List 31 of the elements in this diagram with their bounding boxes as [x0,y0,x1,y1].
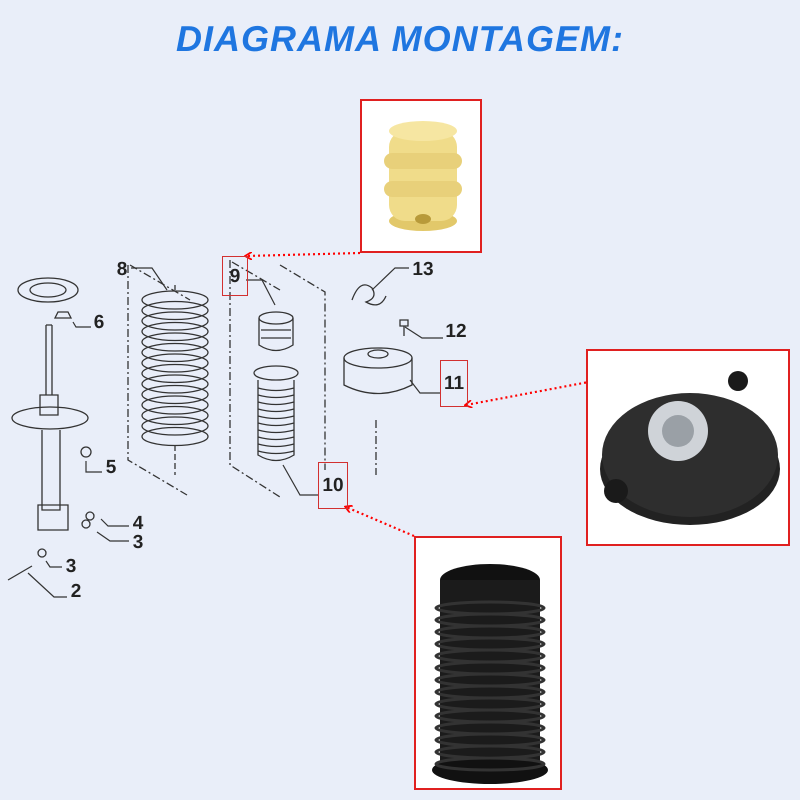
dust-boot-picture [414,536,562,790]
bump-stop-picture [360,99,482,253]
leader-line [96,532,129,542]
leader-line [372,267,409,290]
arrow [244,250,360,261]
leader-line [131,267,168,290]
callout-number: 11 [440,360,468,407]
callout-number: 9 [222,256,248,296]
leader-line [282,464,318,496]
callout-number: 13 [409,258,437,280]
leader-line [85,461,102,473]
callout-number: 5 [102,456,120,478]
leader-line [46,560,62,568]
callout-number: 3 [62,555,80,577]
callout-number: 2 [67,580,85,602]
callout-number: 6 [91,311,107,333]
arrow [344,504,414,538]
top-mount-picture [586,349,790,546]
callout-number: 10 [318,462,348,509]
callout-number: 3 [129,531,147,553]
leader-line [404,326,443,339]
callout-number: 8 [113,258,131,280]
leader-line [100,518,129,527]
callout-number: 4 [129,512,147,534]
leader-line [72,322,91,328]
callout-number: 12 [443,320,469,342]
arrow [464,381,586,409]
leader-line [410,380,440,394]
diagram-title: DIAGRAMA MONTAGEM: [175,18,625,60]
leader-line [28,572,67,598]
leader-line [246,279,276,306]
